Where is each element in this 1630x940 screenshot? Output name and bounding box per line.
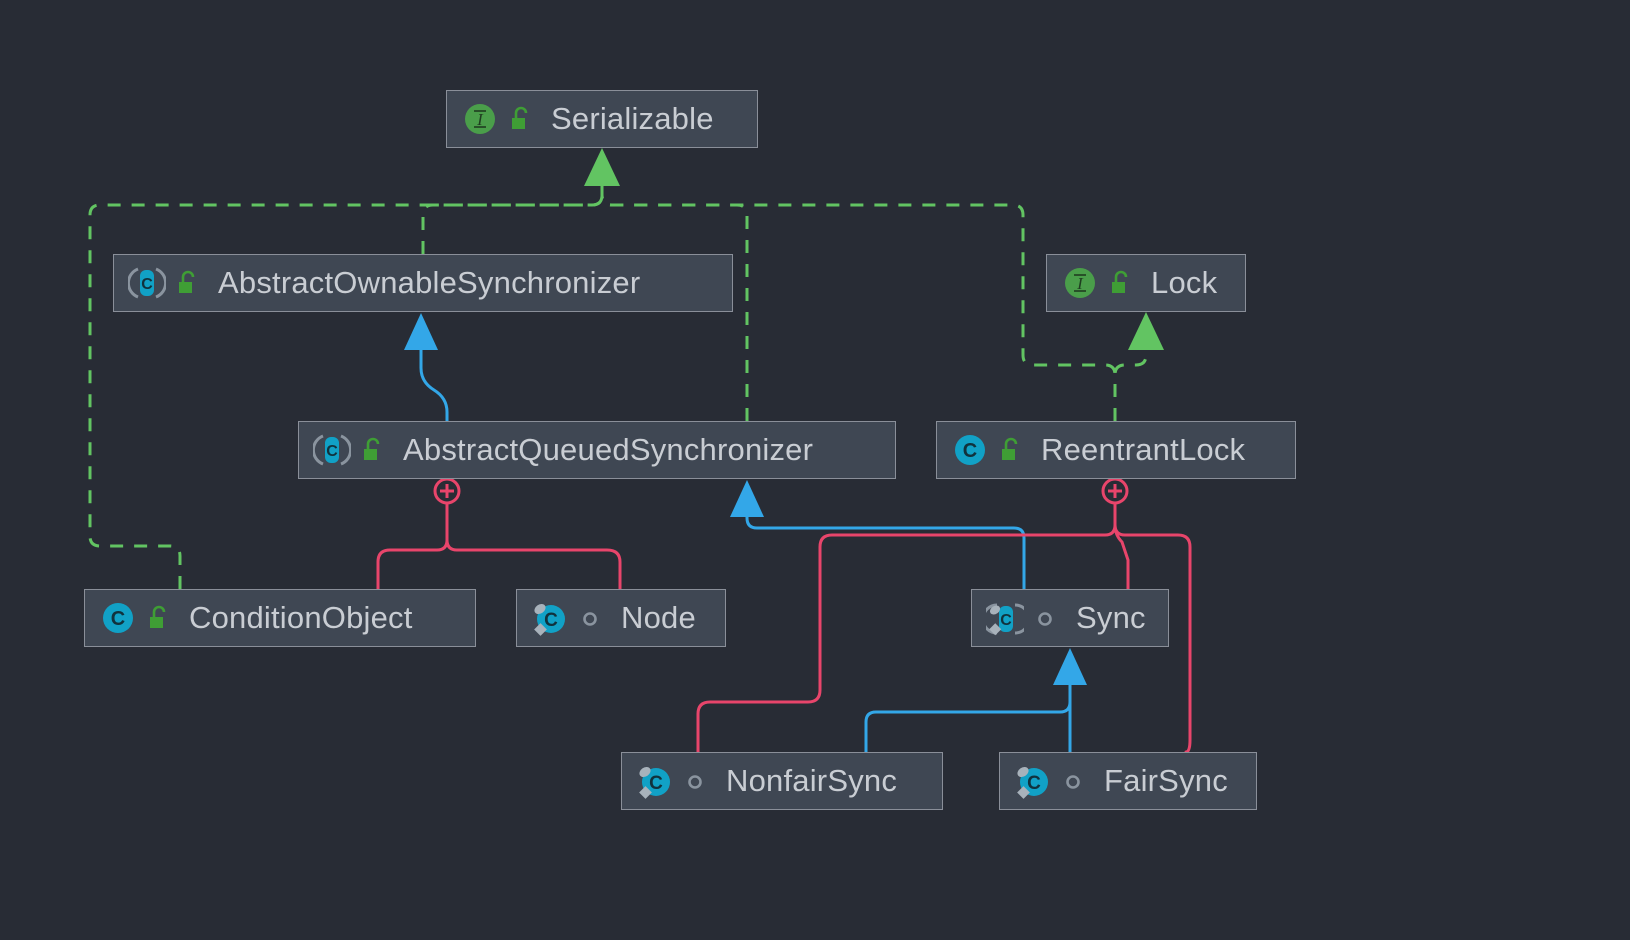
node-label: AbstractQueuedSynchronizer: [403, 432, 814, 467]
static-class-icon: C: [1014, 762, 1052, 800]
svg-text:I: I: [476, 110, 484, 129]
package-private-icon: [680, 766, 710, 796]
inheritance-edges: [419, 338, 1072, 754]
uml-node-sync[interactable]: C Sync: [971, 589, 1169, 647]
svg-text:C: C: [649, 773, 663, 794]
unlock-icon: [143, 603, 173, 633]
svg-text:C: C: [111, 608, 125, 630]
arrowhead-serializable: [584, 148, 620, 186]
node-label: Node: [621, 600, 696, 635]
edge-condition-object-implements-serializable: [88, 168, 604, 589]
node-label: ConditionObject: [189, 600, 413, 635]
class-icon: C: [951, 431, 989, 469]
node-label: Lock: [1151, 265, 1218, 300]
edge-aqs-extends-aos: [419, 338, 449, 423]
package-private-icon: [1058, 766, 1088, 796]
arrowhead-aqs: [730, 480, 764, 517]
plus-circle-marker-aqs: [433, 477, 461, 505]
edge-aos-implements-serializable: [421, 168, 604, 254]
static-class-icon: C: [531, 599, 569, 637]
svg-text:C: C: [1027, 773, 1041, 794]
uml-node-lock[interactable]: I Lock: [1046, 254, 1246, 312]
edge-reentrant-lock-contains-sync: [1113, 523, 1130, 591]
edge-aqs-contains-node: [445, 538, 622, 591]
arrowhead-aos: [404, 313, 438, 350]
uml-node-node[interactable]: C Node: [516, 589, 726, 647]
svg-text:C: C: [963, 440, 977, 462]
node-label: NonfairSync: [726, 763, 898, 798]
plus-circle-marker-reentrant-lock: [1101, 477, 1129, 505]
node-label: AbstractOwnableSynchronizer: [218, 265, 641, 300]
interface-icon: I: [1061, 264, 1099, 302]
unlock-icon: [505, 104, 535, 134]
package-private-icon: [575, 603, 605, 633]
unlock-icon: [357, 435, 387, 465]
svg-text:I: I: [1076, 274, 1084, 293]
edge-nonfair-sync-extends-sync: [864, 673, 1072, 754]
abstract-class-icon: C: [313, 431, 351, 469]
realization-arrowheads: [584, 148, 1164, 350]
uml-node-fair-sync[interactable]: C FairSync: [999, 752, 1257, 810]
edge-aqs-contains-condition-object: [376, 538, 449, 591]
arrowhead-lock: [1128, 312, 1164, 350]
interface-icon: I: [461, 100, 499, 138]
uml-node-abstract-queued-synchronizer[interactable]: C AbstractQueuedSynchronizer: [298, 421, 896, 479]
realization-edges: [88, 168, 1148, 589]
uml-node-reentrant-lock[interactable]: C ReentrantLock: [936, 421, 1296, 479]
static-class-icon: C: [636, 762, 674, 800]
arrowhead-sync: [1053, 648, 1087, 685]
inner-class-markers: [433, 477, 1129, 505]
uml-node-condition-object[interactable]: C ConditionObject: [84, 589, 476, 647]
abstract-class-icon: C: [128, 264, 166, 302]
unlock-icon: [1105, 268, 1135, 298]
svg-text:C: C: [326, 443, 338, 460]
class-icon: C: [99, 599, 137, 637]
unlock-icon: [172, 268, 202, 298]
edge-sync-extends-aqs: [745, 505, 1026, 591]
node-label: FairSync: [1104, 763, 1228, 798]
abstract-static-class-icon: C: [986, 599, 1024, 637]
svg-text:C: C: [141, 276, 153, 293]
node-label: Serializable: [551, 101, 714, 136]
package-private-icon: [1030, 603, 1060, 633]
uml-node-serializable[interactable]: I Serializable: [446, 90, 758, 148]
node-label: ReentrantLock: [1041, 432, 1246, 467]
svg-text:C: C: [544, 610, 558, 631]
uml-node-abstract-ownable-synchronizer[interactable]: C AbstractOwnableSynchronizer: [113, 254, 733, 312]
edge-reentrant-lock-implements-lock: [1113, 332, 1148, 421]
unlock-icon: [995, 435, 1025, 465]
node-label: Sync: [1076, 600, 1146, 635]
svg-text:C: C: [1000, 612, 1012, 629]
uml-node-nonfair-sync[interactable]: C NonfairSync: [621, 752, 943, 810]
